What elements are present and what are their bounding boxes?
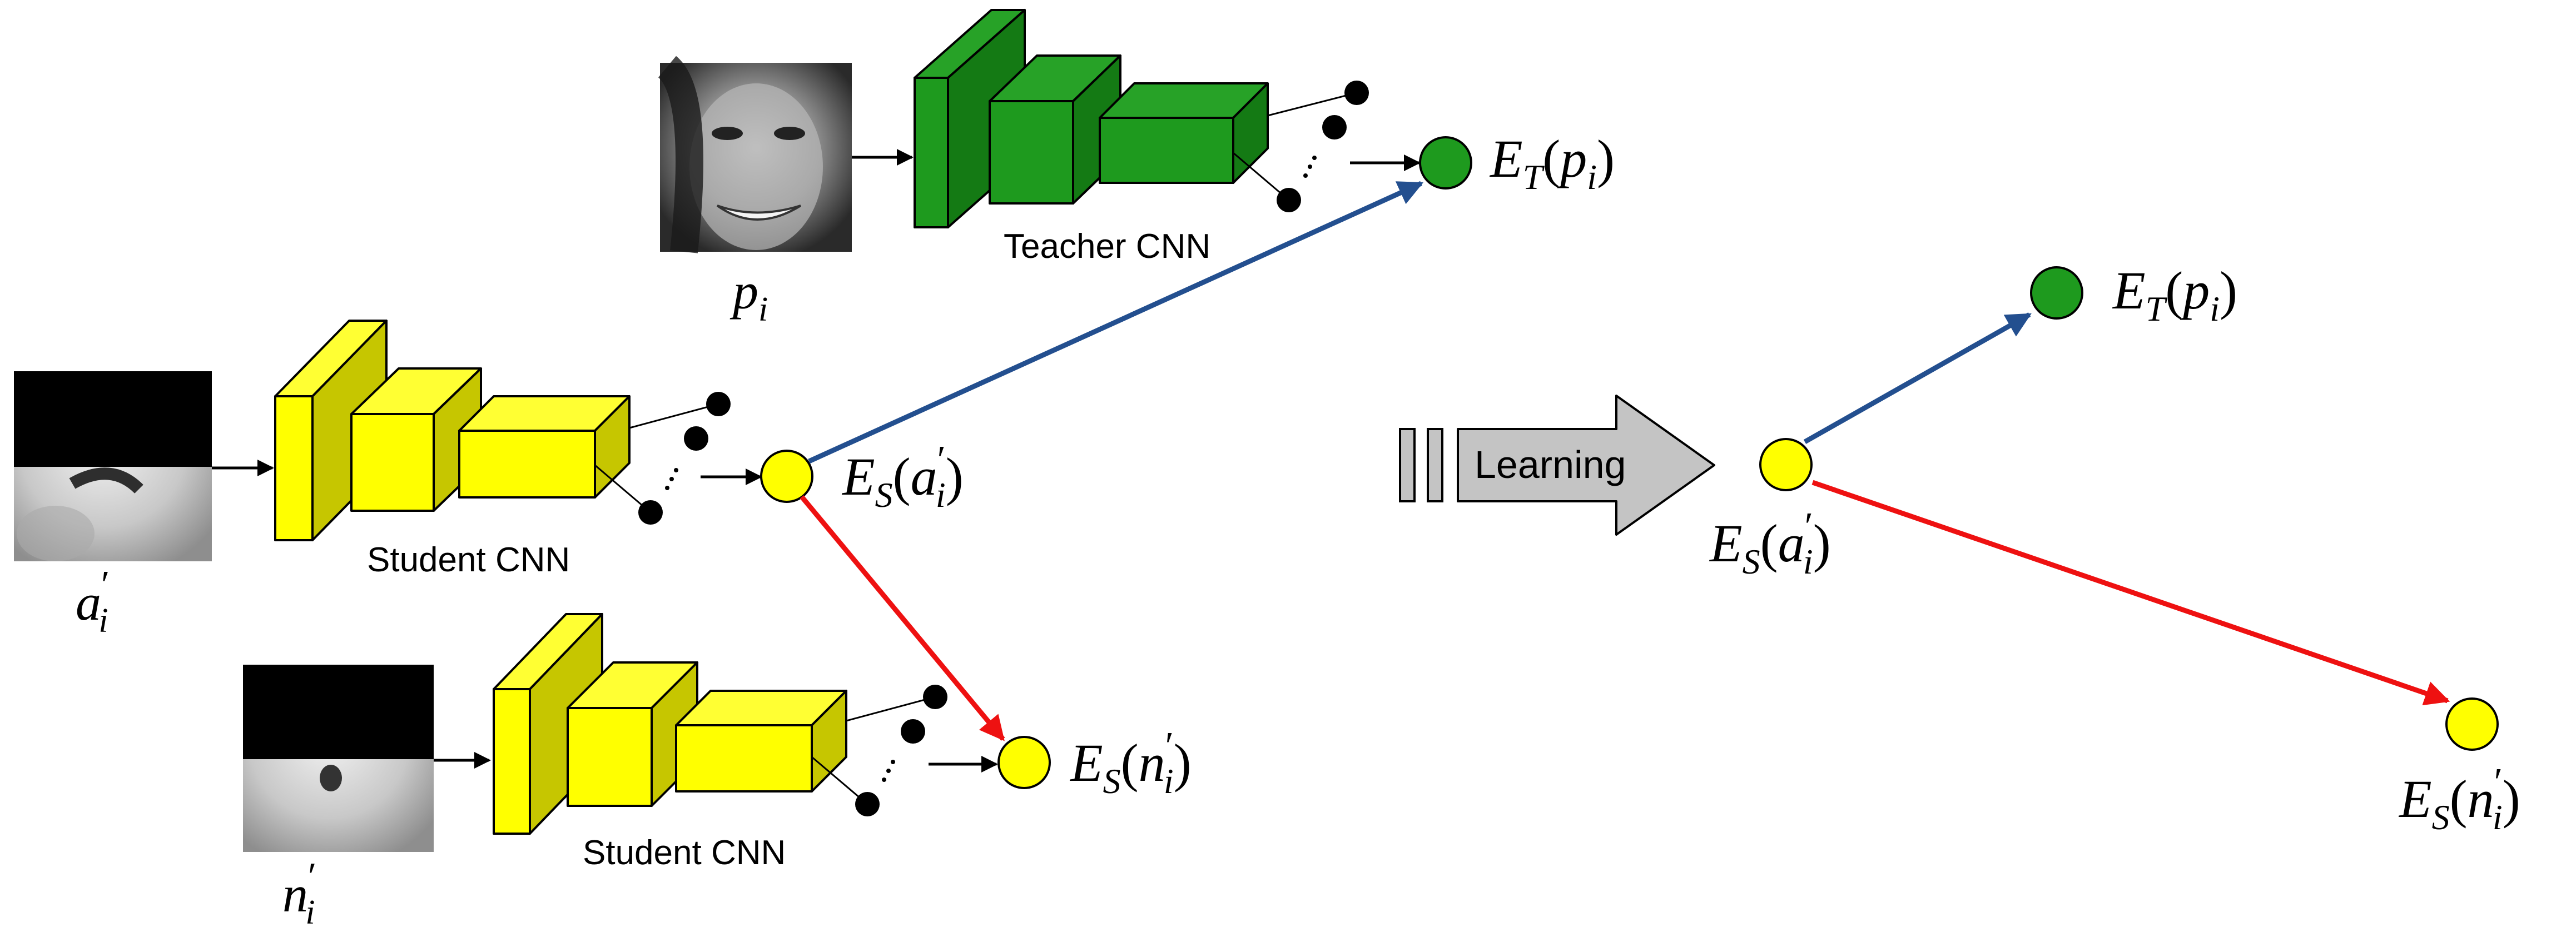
anchor-to-teacher-arrow (808, 181, 1424, 464)
teacher-cnn (914, 9, 1269, 228)
result-negative-node (2445, 697, 2499, 751)
anchor-fc-layer (594, 392, 731, 525)
anchor-embedding-node (760, 450, 813, 503)
negative-caption: Student CNN (583, 834, 786, 872)
anchor-input-label: a′i (76, 564, 110, 640)
teacher-caption: Teacher CNN (1004, 227, 1210, 266)
result-teacher-node (2030, 266, 2083, 320)
negative-input-label: n′i (282, 855, 316, 931)
result-anchor-label: ES(a′i) (1709, 505, 1831, 581)
anchor-caption: Student CNN (367, 541, 570, 579)
negative-fc-ellipsis (882, 760, 895, 782)
learning-label: Learning (1475, 443, 1626, 486)
negative-embedding-label: ES(n′i) (1069, 725, 1192, 801)
anchor-student-cnn (274, 320, 631, 541)
embedding-space-result (1759, 266, 2499, 751)
negative-fc-layer (811, 685, 947, 816)
teacher-fc-node (1344, 81, 1369, 105)
negative-student-cnn (493, 613, 847, 835)
negative-fc-node (923, 685, 947, 709)
result-pull-arrow (1803, 312, 2032, 444)
anchor-embedding-label: ES(a′i) (841, 438, 964, 515)
student-anchor-branch: Student CNN (14, 320, 813, 579)
negative-fc-node (855, 792, 880, 816)
negative-fc-node (901, 719, 925, 744)
negative-embedding-node (997, 736, 1051, 789)
learning-arrow: Learning (1399, 395, 1715, 536)
teacher-embedding-label: ET(pi) (1489, 129, 1615, 197)
student-negative-branch: Student CNN (243, 613, 1051, 872)
result-teacher-label: ET(pi) (2112, 261, 2237, 328)
anchor-fc-node (638, 500, 663, 525)
teacher-fc-ellipsis (1303, 156, 1317, 178)
teacher-fc-node (1322, 115, 1347, 139)
anchor-occlusion-mask (14, 371, 212, 467)
teacher-input-photo (657, 56, 852, 253)
negative-input-photo (243, 665, 434, 852)
anchor-fc-node (684, 426, 708, 451)
teacher-fc-layer (1233, 81, 1369, 212)
teacher-branch: Teacher CNN (657, 9, 1472, 266)
anchor-fc-ellipsis (665, 468, 678, 490)
result-anchor-node (1759, 438, 1813, 491)
teacher-embedding-node (1419, 136, 1472, 190)
teacher-input-label: pi (729, 263, 768, 328)
anchor-to-negative-arrow (800, 495, 1005, 741)
result-negative-label: ES(n′i) (2398, 761, 2520, 837)
result-push-arrow (1811, 480, 2450, 706)
anchor-input-photo (14, 371, 212, 561)
negative-occlusion-mask (243, 665, 434, 759)
teacher-fc-node (1277, 188, 1301, 212)
anchor-fc-node (706, 392, 731, 416)
